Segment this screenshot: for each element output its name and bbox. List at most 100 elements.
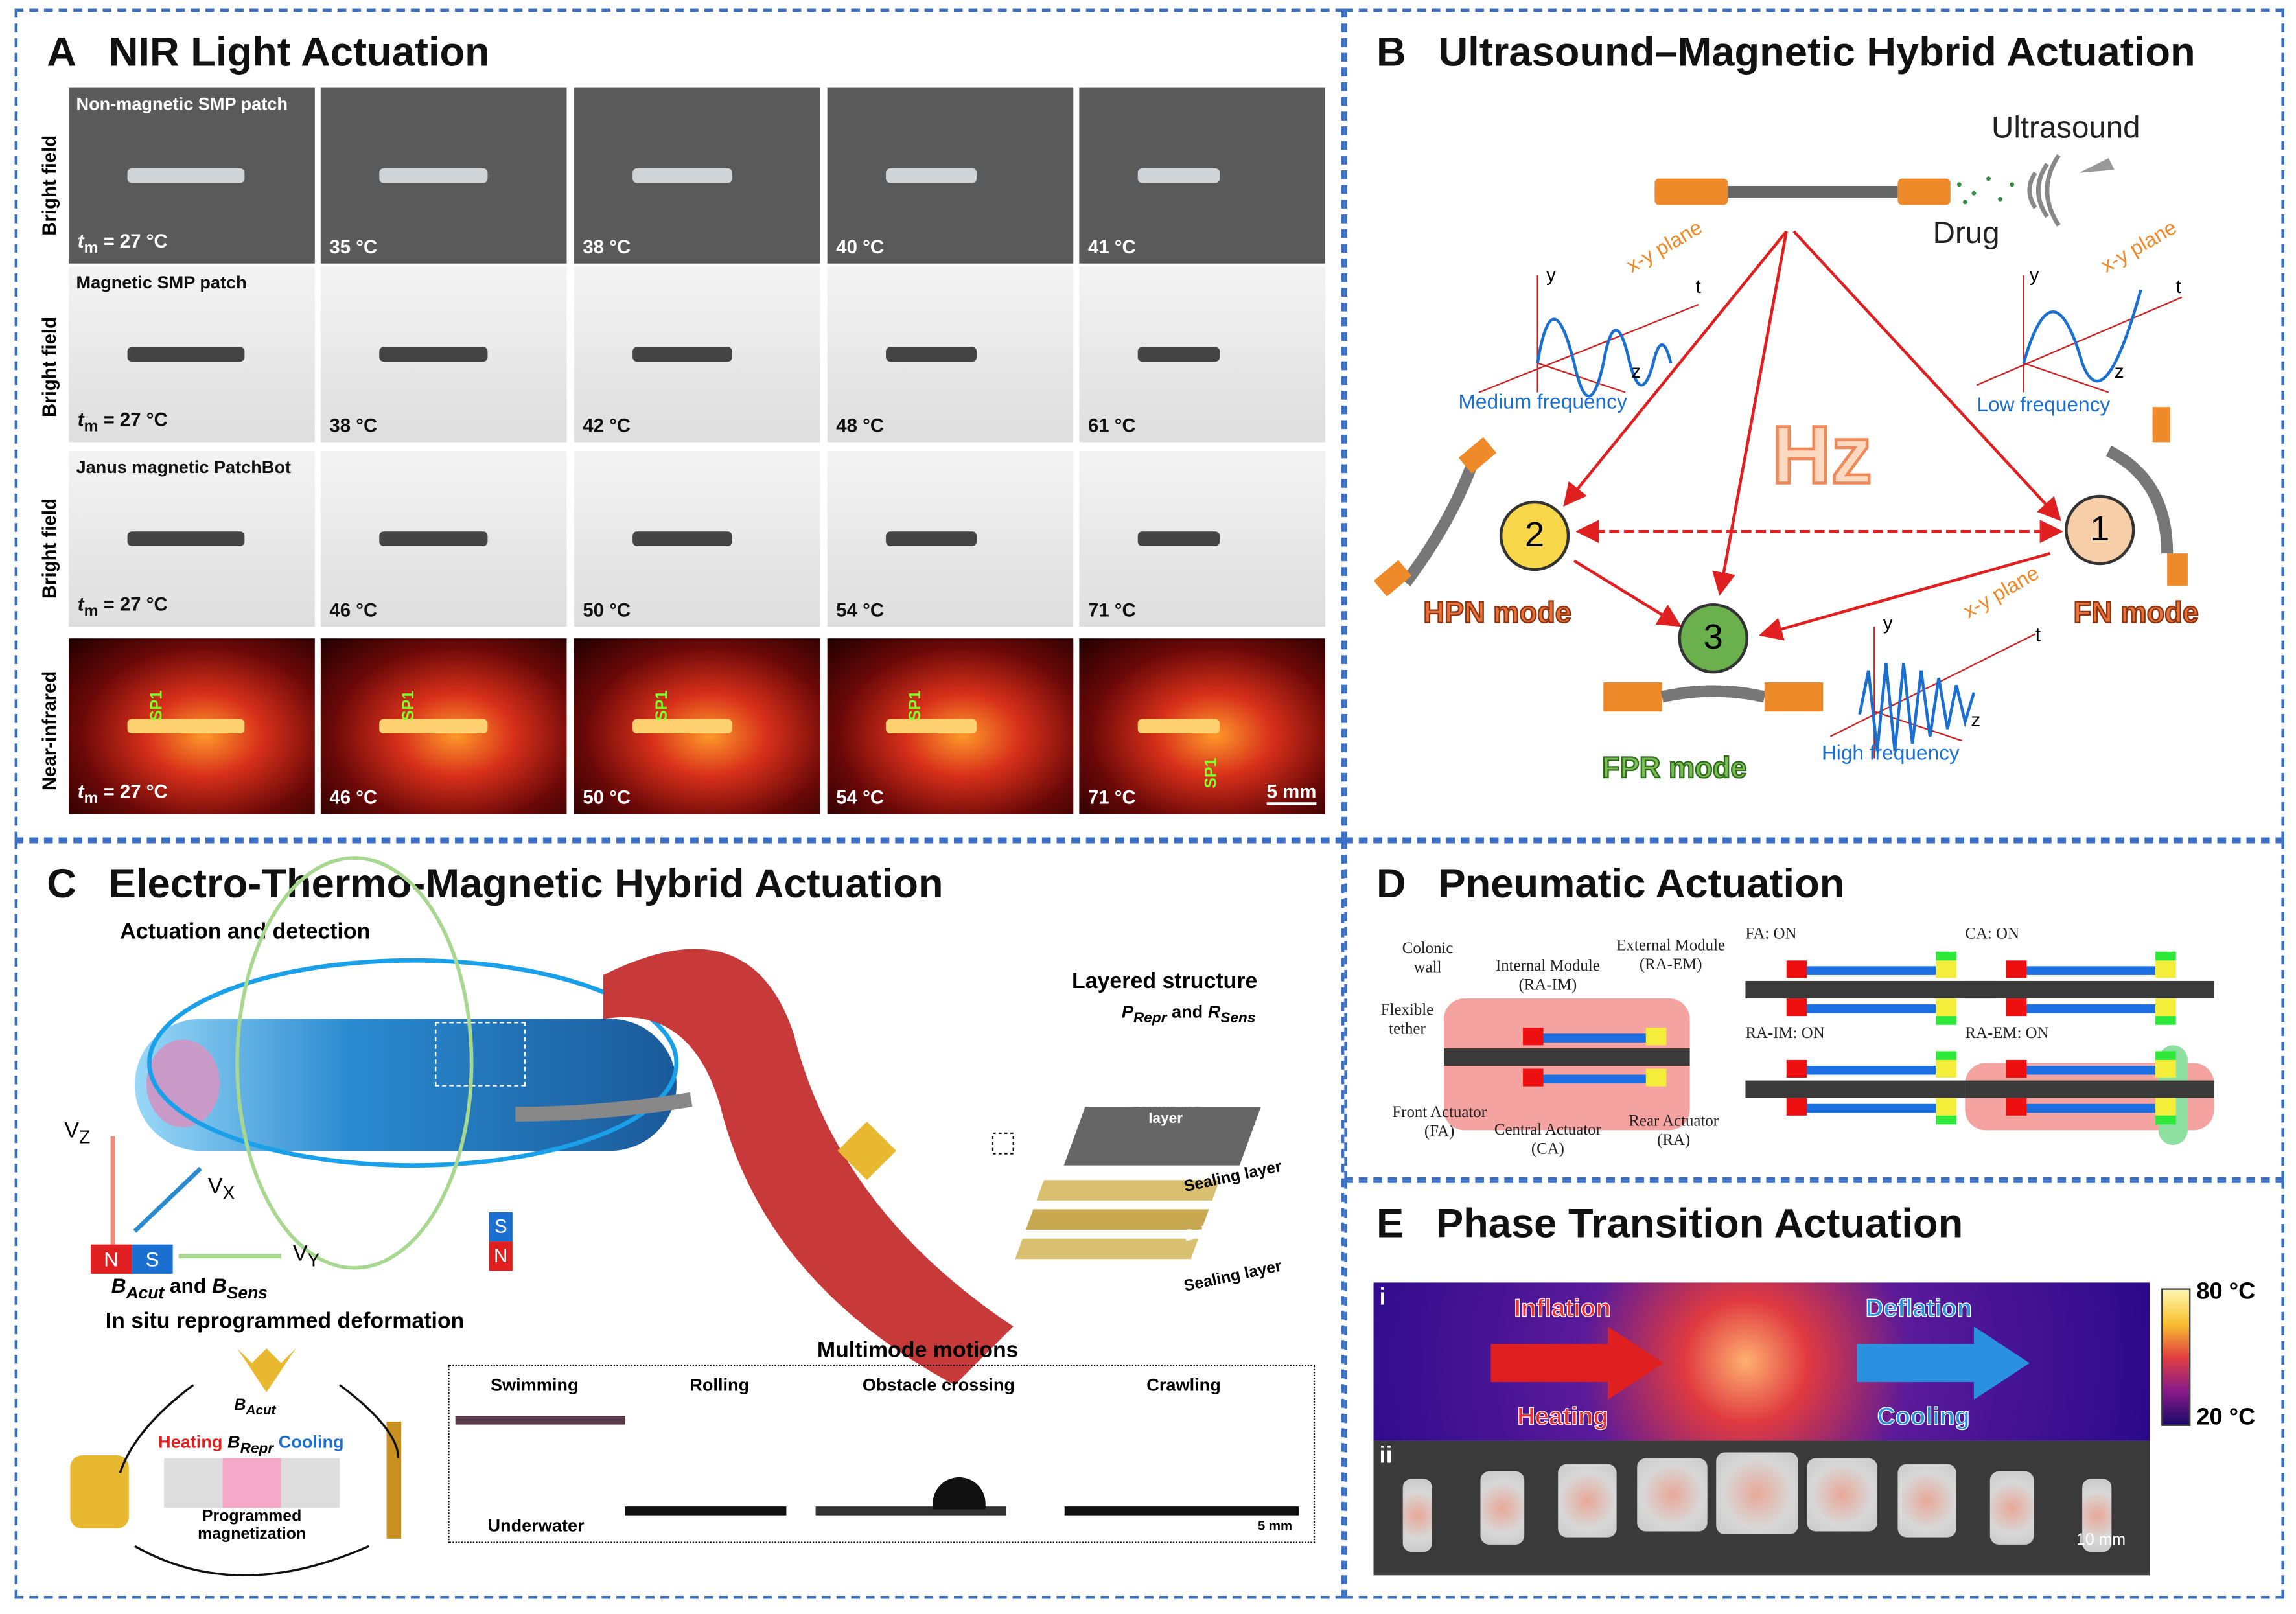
image-cell: Non-magnetic SMP patch tm = 27 °C <box>69 87 315 264</box>
medium-frequency-label: Medium frequency <box>1458 389 1627 413</box>
medium-wave <box>1536 317 1673 398</box>
patch-sample <box>632 347 732 362</box>
p-repr-r-sens-label: PRepr and RSens <box>1121 1001 1256 1027</box>
mode-3-badge: 3 <box>1678 603 1748 674</box>
tube-robot <box>70 1455 129 1529</box>
temperature-label: 35 °C <box>329 235 378 258</box>
programmed-magnetization-label: Programmed magnetization <box>198 1508 307 1543</box>
fpr-robot <box>1603 682 1662 712</box>
temp-min-label: 20 °C <box>2196 1405 2256 1431</box>
state-label: RA-IM: ON <box>1745 1024 1825 1043</box>
panel-title-text: Phase Transition Actuation <box>1435 1200 1964 1246</box>
mode-1-badge: 1 <box>2065 494 2135 566</box>
temperature-label: tm = 27 °C <box>77 230 168 258</box>
deflation-arrow-icon <box>1857 1326 2030 1400</box>
magnet-north: N <box>91 1244 132 1274</box>
image-cell: Magnetic SMP patch tm = 27 °C <box>69 266 315 443</box>
vx-label: VX <box>207 1174 235 1204</box>
drug-particles <box>1956 176 2015 205</box>
spot-label: SP1 <box>907 690 925 721</box>
axis-y: y <box>1546 263 1556 286</box>
state-ra-im: RA-IM: ON <box>1745 1024 1995 1125</box>
robot-tether <box>1728 185 1898 198</box>
zoom-arrow <box>515 1092 693 1122</box>
state-label: RA-EM: ON <box>1965 1024 2049 1043</box>
row-caption: Magnetic SMP patch <box>76 272 247 293</box>
deflation-label: Deflation <box>1865 1294 1973 1322</box>
layer-stack <box>1015 1107 1261 1260</box>
temperature-label: tm = 27 °C <box>77 781 168 809</box>
patch-sample <box>127 168 245 183</box>
panel-letter: A <box>47 29 77 75</box>
magnet-south: S <box>489 1212 513 1242</box>
magnet-south: S <box>132 1244 173 1274</box>
image-cell: 46 °C <box>320 450 567 627</box>
label-flexible-tether: Flexible tether <box>1380 1001 1434 1039</box>
scale-bar: 10 mm <box>2076 1531 2126 1549</box>
patch-sample <box>127 531 245 546</box>
fn-mode-label: FN mode <box>2072 597 2199 630</box>
water-surface <box>455 1416 625 1425</box>
image-cell: 35 °C <box>320 87 567 264</box>
b-acut-label: BAcut <box>234 1396 276 1418</box>
patch-sample <box>127 719 245 734</box>
patch-sample <box>1137 168 1220 183</box>
balloon-robot <box>1637 1458 1708 1532</box>
thermal-image-row: i Inflation Heating Deflation Cooling <box>1373 1282 2150 1441</box>
panel-title-text: Pneumatic Actuation <box>1438 860 1845 906</box>
motions-box: Swimming Rolling Obstacle crossing Crawl… <box>448 1364 1316 1543</box>
mode-diagram <box>1373 154 2188 759</box>
balloon-robot <box>1558 1464 1617 1538</box>
temperature-label: tm = 27 °C <box>77 409 168 437</box>
human-body-illustration <box>134 1019 677 1151</box>
ground <box>625 1506 787 1516</box>
balloon-robot <box>1402 1479 1432 1552</box>
high-wave <box>1858 663 1976 752</box>
scale-bar: 5 mm <box>1257 1518 1293 1533</box>
axis-z: z <box>1631 360 1641 382</box>
patch-sample <box>632 531 732 546</box>
temp-max-label: 80 °C <box>2196 1279 2256 1305</box>
ultrasound-label: Ultrasound <box>1991 111 2140 145</box>
row-label: Bright field <box>38 135 60 236</box>
hz-label: Hz <box>1770 407 1873 502</box>
heating-label: Heating <box>1516 1402 1608 1431</box>
axis-y: y <box>1883 612 1893 634</box>
temperature-label: 46 °C <box>329 786 378 809</box>
panel-letter: C <box>47 860 77 906</box>
cooling-label: Cooling <box>1877 1402 1970 1431</box>
ultrasound-waves-icon <box>2027 154 2061 227</box>
row-i-label: i <box>1379 1285 1386 1311</box>
spot-label: SP1 <box>653 690 671 721</box>
row-label: Bright field <box>38 317 60 418</box>
scene-svg <box>70 856 1261 1577</box>
magnetization-pattern <box>281 1458 340 1508</box>
row-label: Near-infrared <box>38 671 60 790</box>
transition-arrows <box>119 1384 400 1577</box>
label-front-actuator: Front Actuator (FA) <box>1392 1103 1487 1141</box>
detail-box <box>991 1132 1014 1155</box>
temperature-label: 38 °C <box>583 235 631 258</box>
low-frequency-label: Low frequency <box>1977 392 2111 416</box>
label-rear-actuator: Rear Actuator (RA) <box>1629 1113 1719 1149</box>
high-frequency-label: High frequency <box>1821 741 1960 765</box>
row-caption: Non-magnetic SMP patch <box>76 93 288 115</box>
axis-y: y <box>2029 263 2039 286</box>
obstacle <box>933 1477 986 1510</box>
patch-sample <box>886 531 977 546</box>
image-cell: 54 °C <box>827 450 1074 627</box>
field-loop <box>147 958 679 1168</box>
temperature-label: 38 °C <box>329 414 378 437</box>
robot-end <box>1897 178 1951 205</box>
state-label: CA: ON <box>1965 925 2019 943</box>
inflation-label: Inflation <box>1514 1294 1612 1322</box>
balloon-robot <box>1716 1452 1798 1535</box>
temperature-label: 41 °C <box>1087 235 1136 258</box>
patch-sample <box>1137 347 1220 362</box>
